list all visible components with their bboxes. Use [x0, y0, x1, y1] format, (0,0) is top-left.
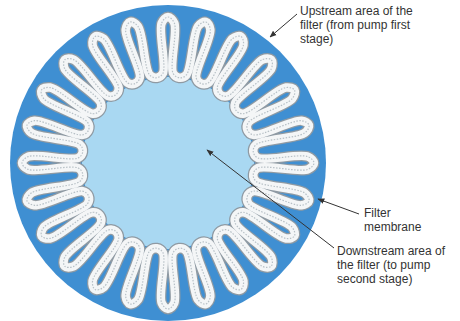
leader-lines	[207, 14, 359, 248]
membrane-edge	[22, 17, 314, 309]
leader-line	[270, 14, 297, 37]
leader-line	[318, 199, 359, 214]
callout-label: Upstream area of the filter (from pump f…	[300, 4, 430, 46]
filter-membrane	[22, 17, 314, 309]
downstream-area	[82, 77, 254, 249]
membrane-body	[22, 17, 314, 309]
upstream-area	[10, 5, 326, 321]
callout-label: Filter membrane	[364, 206, 426, 234]
leader-line	[207, 150, 334, 248]
membrane-texture	[22, 17, 314, 309]
callout-label: Downstream area of the filter (to pump s…	[337, 244, 457, 286]
